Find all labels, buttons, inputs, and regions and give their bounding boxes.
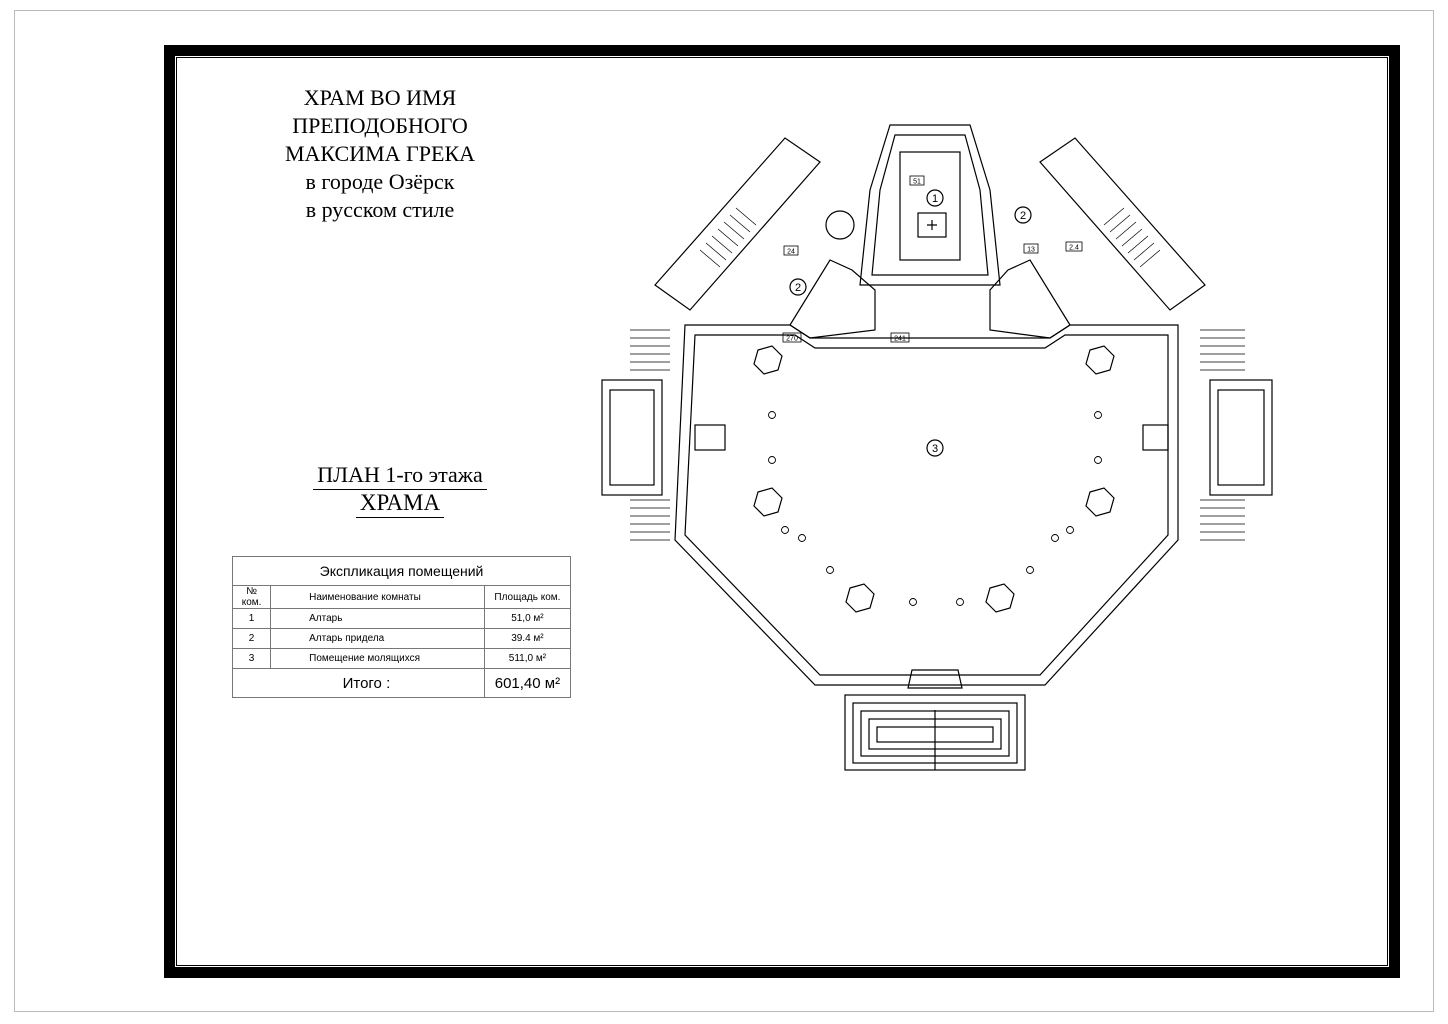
table-row: 2 Алтарь придела 39.4 м² bbox=[231, 628, 572, 649]
porch-left bbox=[601, 379, 663, 496]
stair-wing-right bbox=[1039, 137, 1206, 311]
title-line-2: ПРЕПОДОБНОГО bbox=[292, 113, 468, 138]
entrance-portal bbox=[907, 669, 963, 689]
table-header-row: № ком. Наименование комнаты Площадь ком. bbox=[231, 585, 572, 609]
niche-left bbox=[694, 424, 726, 451]
tag-13: 13 bbox=[1027, 247, 1035, 254]
total-value: 601,40 м² bbox=[483, 668, 572, 698]
stair-treads-right bbox=[1103, 207, 1161, 268]
table-row: 3 Помещение молящихся 511,0 м² bbox=[231, 648, 572, 669]
plan-title-line-2: ХРАМА bbox=[355, 490, 445, 518]
room-marker-2-left-label: 2 bbox=[795, 282, 801, 294]
row-area: 51,0 м² bbox=[483, 608, 572, 629]
left-chapel bbox=[789, 259, 876, 339]
plan-title: ПЛАН 1-го этажа ХРАМА bbox=[300, 462, 500, 518]
row-num: 1 bbox=[231, 608, 272, 629]
tag-270: 270 bbox=[786, 336, 798, 343]
apse-outline bbox=[859, 124, 1001, 286]
row-name: Алтарь придела bbox=[270, 628, 485, 649]
porch-right bbox=[1209, 379, 1273, 496]
stair-treads-left bbox=[699, 207, 757, 268]
room-marker-3-label: 3 bbox=[932, 443, 938, 455]
row-area: 511,0 м² bbox=[483, 648, 572, 669]
room-marker-2-left: 2 bbox=[789, 278, 807, 296]
explication-caption: Экспликация помещений bbox=[232, 556, 571, 586]
tag-2-4: 2.4 bbox=[1069, 245, 1079, 252]
row-area: 39.4 м² bbox=[483, 628, 572, 649]
project-title: ХРАМ ВО ИМЯ ПРЕПОДОБНОГО МАКСИМА ГРЕКА в… bbox=[230, 84, 530, 224]
row-num: 3 bbox=[231, 648, 272, 669]
left-chapel-apse bbox=[825, 210, 855, 240]
altar-table bbox=[917, 212, 947, 238]
row-num: 2 bbox=[231, 628, 272, 649]
table-row: 1 Алтарь 51,0 м² bbox=[231, 608, 572, 629]
tag-24: 24 bbox=[787, 249, 795, 256]
hall-outline-outer bbox=[674, 324, 1179, 686]
row-name: Алтарь bbox=[270, 608, 485, 629]
apse-inner bbox=[871, 134, 989, 276]
room-marker-2-right: 2 bbox=[1014, 206, 1032, 224]
title-line-5: в русском стиле bbox=[305, 197, 455, 222]
header-num: № ком. bbox=[231, 585, 272, 609]
altar-room bbox=[899, 151, 961, 261]
altar-cross bbox=[927, 220, 937, 230]
side-steps bbox=[630, 329, 1245, 541]
total-row: Итого : 601,40 м² bbox=[232, 668, 572, 698]
piers bbox=[753, 345, 1115, 613]
dimension-tags: 51 24 13 2.4 270 241 bbox=[782, 175, 1083, 343]
drawing-frame-inner bbox=[176, 57, 1388, 966]
header-area: Площадь ком. bbox=[483, 585, 572, 609]
room-marker-2-right-label: 2 bbox=[1020, 210, 1026, 222]
explication-table: Экспликация помещений № ком. Наименовани… bbox=[231, 556, 572, 698]
title-line-1: ХРАМ ВО ИМЯ bbox=[303, 85, 457, 110]
header-name: Наименование комнаты bbox=[270, 585, 485, 609]
title-line-4: в городе Озёрск bbox=[305, 169, 455, 194]
total-label: Итого : bbox=[232, 668, 485, 698]
stair-wing-left bbox=[654, 137, 821, 311]
plan-title-line-1: ПЛАН 1-го этажа bbox=[313, 462, 487, 490]
porch-right-inner bbox=[1217, 389, 1265, 486]
tag-51: 51 bbox=[913, 179, 921, 186]
room-marker-3: 3 bbox=[926, 439, 944, 457]
title-line-3: МАКСИМА ГРЕКА bbox=[284, 141, 476, 166]
drawing-frame bbox=[164, 45, 1400, 978]
columns bbox=[768, 411, 1102, 606]
row-name: Помещение молящихся bbox=[270, 648, 485, 669]
tag-241: 241 bbox=[894, 336, 906, 343]
right-chapel bbox=[989, 259, 1071, 339]
niche-right bbox=[1142, 424, 1169, 451]
porch-left-inner bbox=[609, 389, 655, 486]
sheet-border bbox=[14, 10, 1434, 1012]
room-marker-1-label: 1 bbox=[932, 193, 938, 205]
room-marker-1: 1 bbox=[926, 189, 944, 207]
main-entrance-steps bbox=[844, 694, 1026, 771]
hall-outline-inner bbox=[684, 334, 1169, 676]
floor-plan: 1 2 2 3 51 24 13 2.4 270 241 bbox=[601, 124, 1273, 771]
